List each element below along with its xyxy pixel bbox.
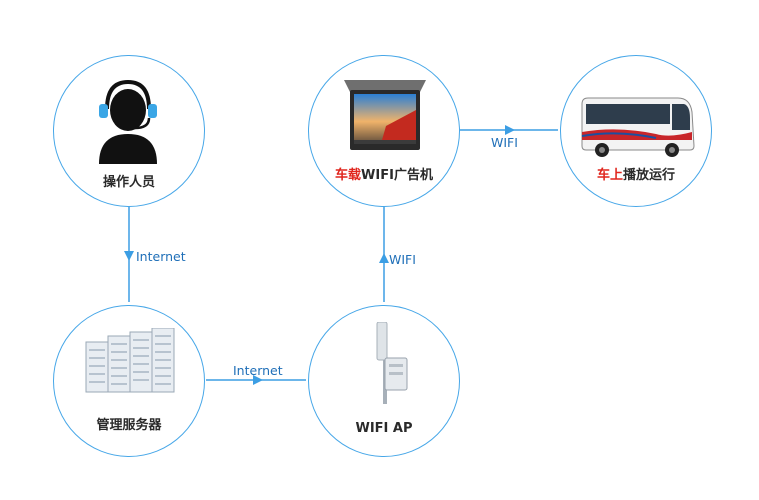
headset-person-icon: [99, 79, 157, 164]
node-ad-player-label-highlight: 车载: [335, 168, 362, 183]
node-server: 管理服务器: [53, 305, 205, 457]
bus-screen-icon: [344, 80, 426, 150]
bus-icon: [581, 97, 695, 157]
arrow-down-icon: [124, 251, 134, 261]
node-server-label: 管理服务器: [96, 418, 162, 433]
edge-label-internet-2: Internet: [233, 363, 283, 378]
edge-label-internet-1: Internet: [136, 249, 186, 264]
arrow-right-icon: [253, 375, 263, 385]
arrow-right-icon: [505, 125, 515, 135]
arrow-up-icon: [379, 253, 389, 263]
node-bus-label-rest: 播放运行: [623, 168, 676, 183]
edge-label-wifi-2: WIFI: [491, 135, 518, 150]
node-ad-player-label: 车载WIFI广告机: [309, 164, 459, 183]
node-operator-label: 操作人员: [102, 175, 155, 190]
node-wifi-ap-label: WIFI AP: [355, 421, 413, 436]
node-bus-label-highlight: 车上: [596, 168, 623, 183]
node-wifi-ap: WIFI AP: [308, 305, 460, 457]
node-ad-player-label-rest: WIFI广告机: [361, 168, 433, 183]
node-bus-label: 车上播放运行: [561, 164, 711, 183]
server-rack-icon: [85, 328, 175, 393]
wifi-antenna-icon: [376, 322, 408, 404]
node-bus: 车上播放运行: [560, 55, 712, 207]
edge-label-wifi-1: WIFI: [389, 252, 416, 267]
node-ad-player: 车载WIFI广告机: [308, 55, 460, 207]
node-operator: 操作人员: [53, 55, 205, 207]
